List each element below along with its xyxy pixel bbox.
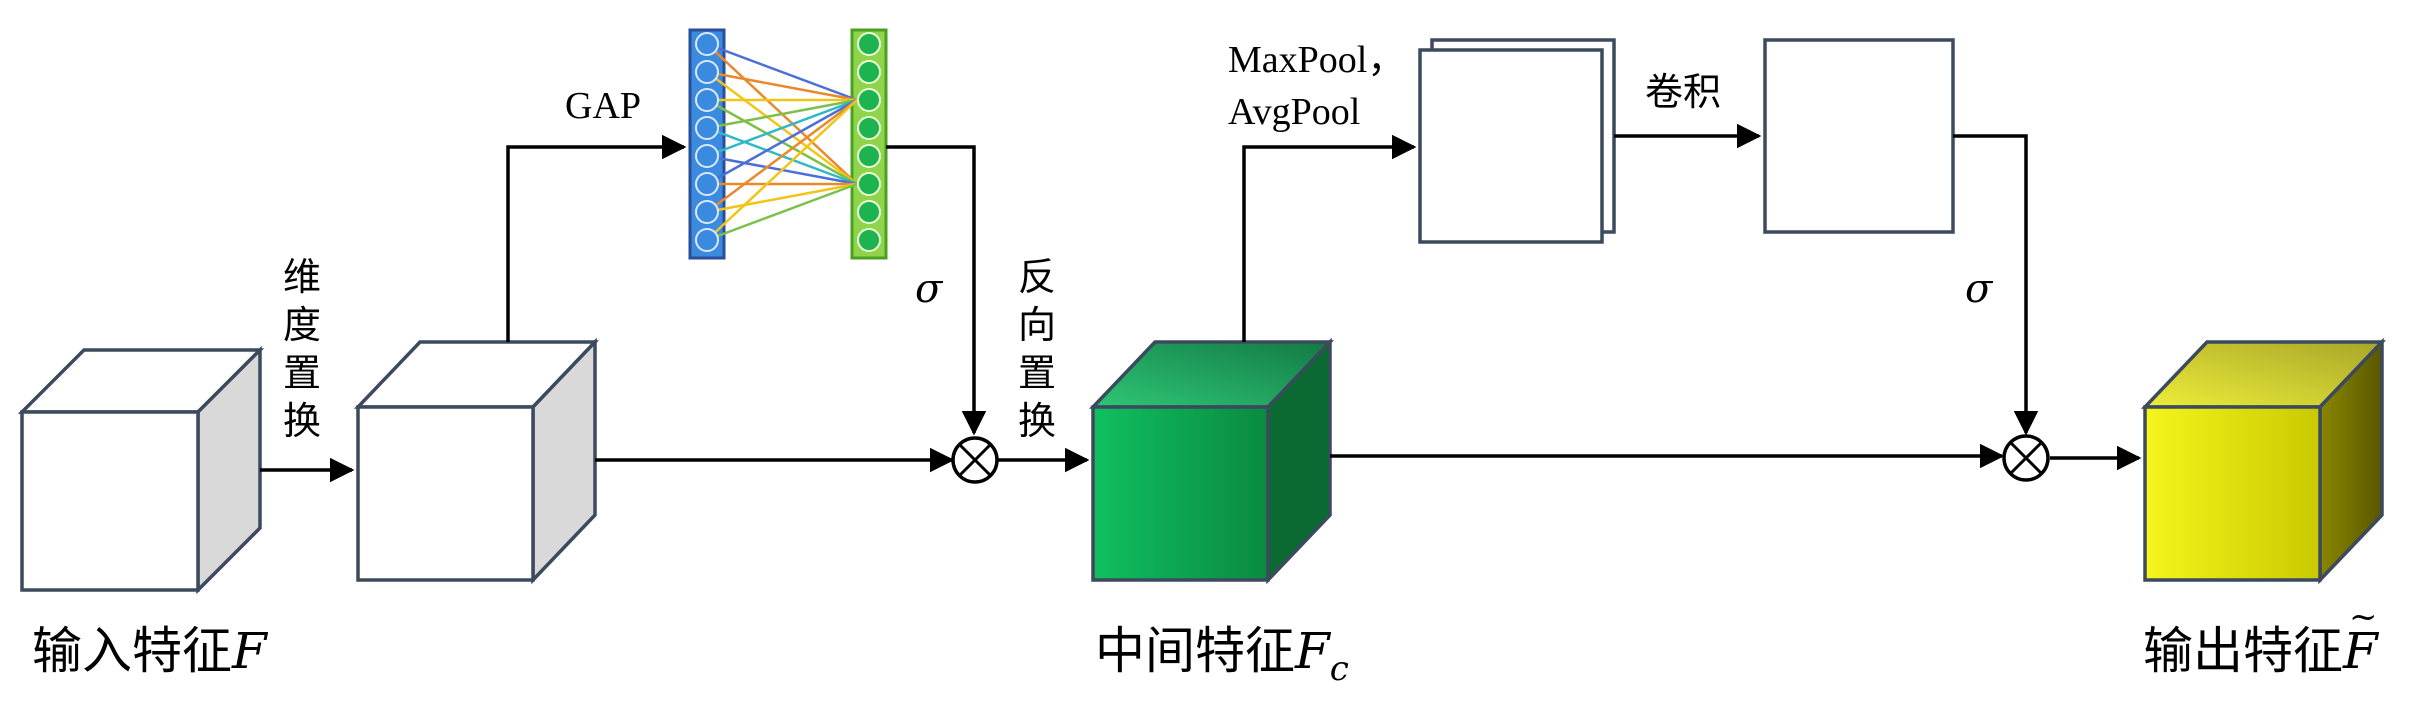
intermediate-caption-subscript: c bbox=[1330, 649, 1349, 689]
reverse-permute-char-2: 向 bbox=[1018, 303, 1056, 347]
intermediate-caption-symbol: F bbox=[1294, 622, 1332, 680]
output-neuron bbox=[857, 60, 881, 84]
pooled-maps bbox=[1418, 38, 1616, 244]
fc-network bbox=[688, 28, 888, 260]
reverse-permute-char-3: 置 bbox=[1018, 351, 1056, 395]
input-neuron bbox=[695, 116, 719, 140]
dim-permute-char-1: 维 bbox=[283, 255, 321, 299]
pool-label-line-1: MaxPool， bbox=[1228, 39, 1405, 81]
output-neuron bbox=[857, 172, 881, 196]
fc-edge bbox=[706, 182, 858, 214]
output-caption-accent: ~ bbox=[2349, 597, 2378, 637]
fc-edge bbox=[706, 70, 858, 102]
fc-edge bbox=[706, 98, 858, 130]
input-neuron bbox=[695, 200, 719, 224]
reverse-permute-char-1: 反 bbox=[1018, 255, 1056, 299]
output-caption-symbol: F bbox=[2342, 622, 2380, 680]
input-neuron bbox=[695, 228, 719, 252]
intermediate-caption-text: 中间特征 bbox=[1095, 622, 1295, 680]
multiply-operator-1 bbox=[951, 436, 999, 484]
dim-permute-char-2: 度 bbox=[283, 303, 321, 347]
pool-label-line-2: AvgPool bbox=[1228, 91, 1360, 133]
sigma-label-1: σ bbox=[915, 266, 944, 312]
output-neuron bbox=[857, 32, 881, 56]
fc-edge bbox=[706, 98, 858, 158]
output-feature-cube bbox=[2140, 337, 2387, 585]
output-caption-text: 输出特征 bbox=[2143, 622, 2343, 680]
intermediate-caption: 中间特征Fc bbox=[1095, 622, 1349, 689]
output-neuron bbox=[857, 116, 881, 140]
intermediate-feature-cube bbox=[1088, 337, 1335, 585]
input-caption: 输入特征F bbox=[32, 622, 269, 680]
fc-edge bbox=[706, 42, 858, 102]
input-caption-text: 输入特征 bbox=[32, 622, 232, 680]
input-neuron bbox=[695, 172, 719, 196]
output-caption: 输出特征F bbox=[2143, 622, 2380, 680]
conv-label: 卷积 bbox=[1645, 70, 1721, 114]
conv-output-map bbox=[1763, 38, 1955, 234]
dim-permute-char-4: 换 bbox=[283, 399, 321, 443]
fc-edge bbox=[706, 182, 858, 242]
output-neuron bbox=[857, 200, 881, 224]
flow-lines bbox=[260, 123, 2142, 483]
gap-label: GAP bbox=[565, 85, 641, 127]
output-neuron bbox=[857, 88, 881, 112]
input-neuron bbox=[695, 144, 719, 168]
multiply-operator-2 bbox=[2002, 434, 2050, 482]
sigma-label-2: σ bbox=[1965, 266, 1994, 312]
dim-permute-char-3: 置 bbox=[283, 351, 321, 395]
permuted-feature-cube bbox=[353, 337, 600, 585]
fc-edge bbox=[706, 98, 858, 186]
input-neuron bbox=[695, 88, 719, 112]
output-neuron bbox=[857, 228, 881, 252]
input-neuron bbox=[695, 32, 719, 56]
input-neuron bbox=[695, 60, 719, 84]
fc-edge bbox=[706, 98, 858, 214]
reverse-permute-char-4: 换 bbox=[1018, 399, 1056, 443]
input-caption-symbol: F bbox=[231, 622, 269, 680]
input-feature-cube bbox=[17, 345, 265, 595]
fc-edge bbox=[706, 99, 858, 241]
output-neuron bbox=[857, 144, 881, 168]
